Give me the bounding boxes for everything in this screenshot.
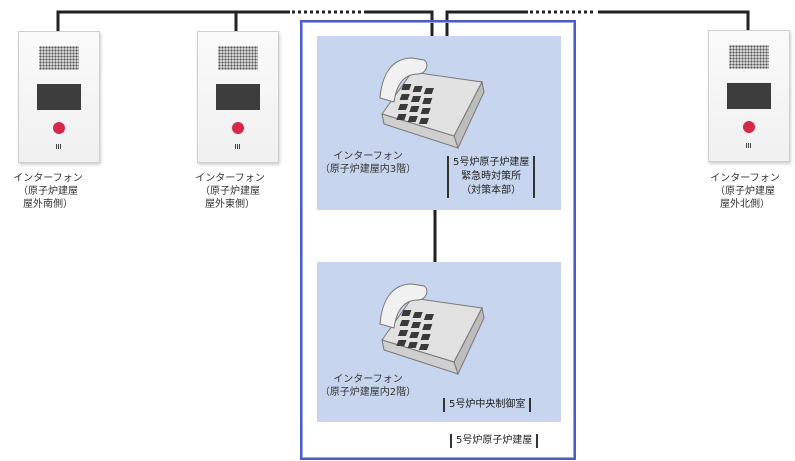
intercom-label-south: インターフォン （原子炉建屋 屋外南側） bbox=[13, 173, 83, 210]
microphone-icon bbox=[746, 143, 752, 148]
display-screen bbox=[727, 83, 771, 109]
reactor-building-outline bbox=[300, 20, 576, 460]
room-label-emergency-center: 5号炉原子炉建屋 緊急時対策所 （対策本部） bbox=[447, 156, 536, 198]
desk-phone-upper bbox=[379, 57, 485, 149]
phone-label-upper: インターフォン （原子炉建屋内3階） bbox=[319, 151, 417, 175]
intercom-unit-north bbox=[708, 30, 790, 162]
call-button-icon bbox=[53, 122, 65, 134]
microphone-icon bbox=[56, 144, 62, 149]
intercom-label-north: インターフォン （原子炉建屋 屋外北側） bbox=[710, 173, 780, 210]
wire-south-unit bbox=[56, 10, 290, 32]
call-button-icon bbox=[232, 122, 244, 134]
microphone-icon bbox=[235, 144, 241, 149]
call-button-icon bbox=[743, 121, 755, 133]
intercom-unit-south bbox=[18, 31, 100, 163]
intercom-unit-east bbox=[197, 31, 279, 163]
room-label-central-control: 5号炉中央制御室 bbox=[443, 398, 532, 412]
building-label: 5号炉原子炉建屋 bbox=[450, 434, 539, 448]
display-screen bbox=[216, 84, 260, 110]
speaker-grille-icon bbox=[39, 46, 79, 70]
intercom-label-east: インターフォン （原子炉建屋 屋外東側） bbox=[195, 173, 265, 210]
speaker-grille-icon bbox=[218, 46, 258, 70]
speaker-grille-icon bbox=[729, 45, 769, 69]
desk-phone-lower bbox=[379, 283, 485, 375]
display-screen bbox=[37, 84, 81, 110]
wire-north-unit bbox=[598, 10, 750, 30]
phone-label-lower: インターフォン （原子炉建屋内2階） bbox=[319, 374, 417, 398]
